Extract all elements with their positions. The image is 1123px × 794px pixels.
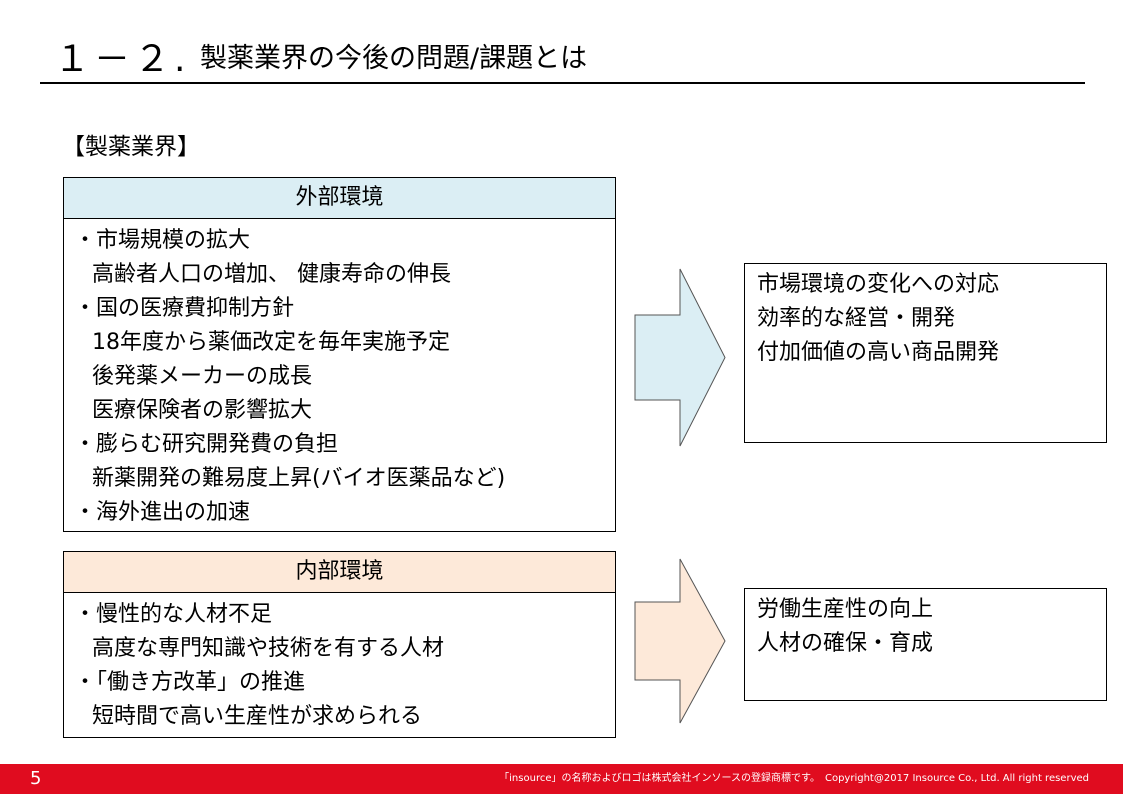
footer-bar: 5 「insource」の名称およびロゴは株式会社インソースの登録商標です。 C…	[0, 764, 1123, 794]
external-environment-list: ・市場規模の拡大 高齢者人口の増加、 健康寿命の伸長 ・国の医療費抑制方針 18…	[64, 219, 615, 530]
list-item: ・慢性的な人材不足	[74, 602, 273, 627]
list-item: 短時間で高い生産性が求められる	[92, 704, 423, 729]
response-item: 効率的な経営・開発	[757, 306, 956, 331]
internal-arrow-icon	[634, 558, 726, 724]
response-item: 市場環境の変化への対応	[757, 272, 1000, 297]
list-item: 後発薬メーカーの成長	[92, 364, 313, 389]
list-item: ・膨らむ研究開発費の負担	[74, 432, 339, 457]
list-item: ・国の医療費抑制方針	[74, 296, 295, 321]
title-bar: １－２. 製薬業界の今後の問題/課題とは	[40, 36, 1085, 84]
section-number: １－２.	[54, 39, 190, 80]
list-item: 新薬開発の難易度上昇(バイオ医薬品など)	[92, 466, 506, 491]
internal-response-box: 労働生産性の向上 人材の確保・育成	[744, 588, 1107, 701]
list-item: ・「働き方改革」の推進	[74, 670, 306, 695]
section-label: 【製薬業界】	[62, 134, 200, 160]
list-item: 高齢者人口の増加、 健康寿命の伸長	[92, 262, 451, 287]
external-environment-box: 外部環境 ・市場規模の拡大 高齢者人口の増加、 健康寿命の伸長 ・国の医療費抑制…	[63, 177, 616, 532]
list-item: ・市場規模の拡大	[74, 228, 251, 253]
response-item: 付加価値の高い商品開発	[757, 340, 1000, 365]
internal-environment-header: 内部環境	[64, 552, 615, 593]
external-environment-header: 外部環境	[64, 178, 615, 219]
external-response-box: 市場環境の変化への対応 効率的な経営・開発 付加価値の高い商品開発	[744, 263, 1107, 443]
response-item: 労働生産性の向上	[757, 597, 934, 622]
page-number: 5	[30, 768, 42, 789]
list-item: 高度な専門知識や技術を有する人材	[92, 636, 445, 661]
internal-environment-list: ・慢性的な人材不足 高度な専門知識や技術を有する人材 ・「働き方改革」の推進 短…	[64, 593, 615, 734]
list-item: 医療保険者の影響拡大	[92, 398, 313, 423]
external-arrow-icon	[634, 268, 726, 447]
page-title: 製薬業界の今後の問題/課題とは	[200, 43, 588, 74]
list-item: 18年度から薬価改定を毎年実施予定	[92, 330, 450, 355]
copyright-notice: 「insource」の名称およびロゴは株式会社インソースの登録商標です。 Cop…	[499, 773, 1089, 784]
response-item: 人材の確保・育成	[757, 631, 934, 656]
internal-environment-box: 内部環境 ・慢性的な人材不足 高度な専門知識や技術を有する人材 ・「働き方改革」…	[63, 551, 616, 738]
list-item: ・海外進出の加速	[74, 500, 251, 525]
